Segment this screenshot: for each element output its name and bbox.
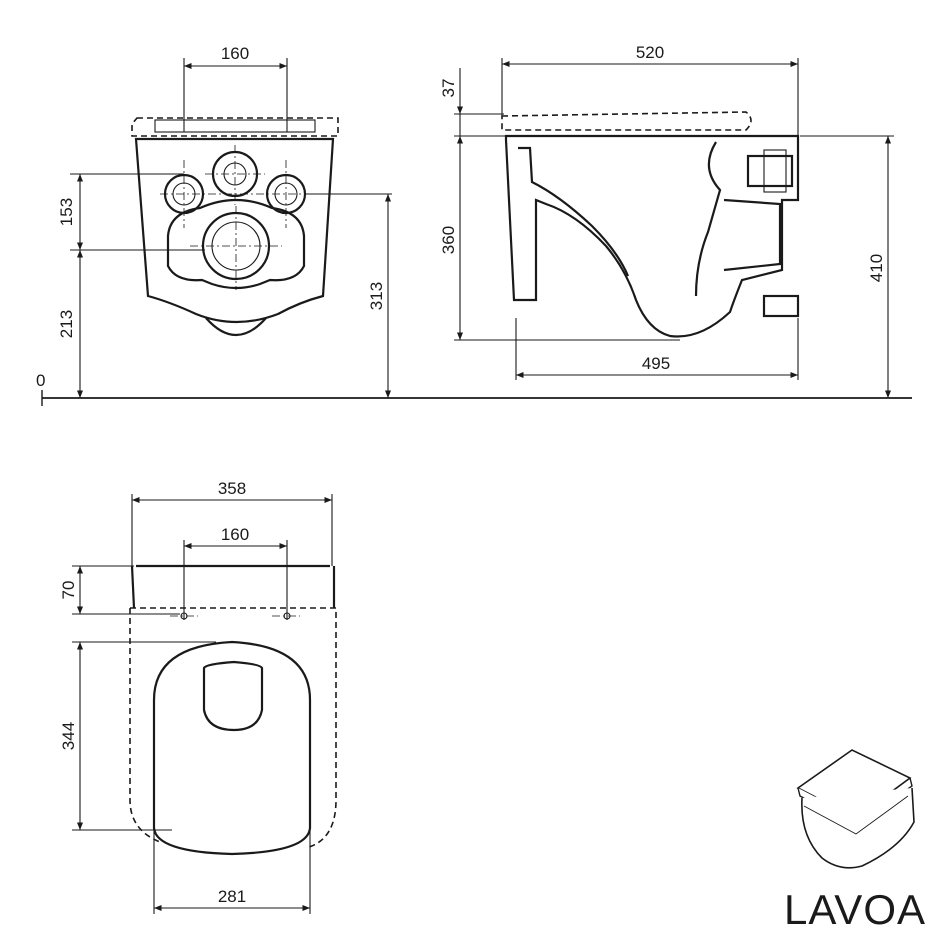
dim-side-360: 360 [439, 226, 458, 254]
dim-side-520: 520 [636, 43, 664, 62]
side-view: 520 37 360 410 495 [439, 43, 894, 398]
dim-top-344: 344 [59, 722, 78, 750]
dim-top-281: 281 [218, 887, 246, 906]
dim-side-410: 410 [867, 254, 886, 282]
zero-label: 0 [36, 371, 45, 390]
product-illustration [796, 749, 915, 869]
front-view: 160 153 213 313 [57, 44, 392, 398]
dim-front-213: 213 [57, 310, 76, 338]
dim-front-153: 153 [57, 198, 76, 226]
dim-side-37: 37 [439, 79, 458, 98]
dim-top-160: 160 [221, 525, 249, 544]
dim-side-495: 495 [642, 354, 670, 373]
top-view: 358 160 70 344 281 [59, 479, 337, 914]
dim-top-358: 358 [218, 479, 246, 498]
dim-front-313: 313 [367, 282, 386, 310]
dim-front-160: 160 [221, 44, 249, 63]
brand-logo: LAVOA [784, 886, 926, 933]
dim-top-70: 70 [59, 581, 78, 600]
